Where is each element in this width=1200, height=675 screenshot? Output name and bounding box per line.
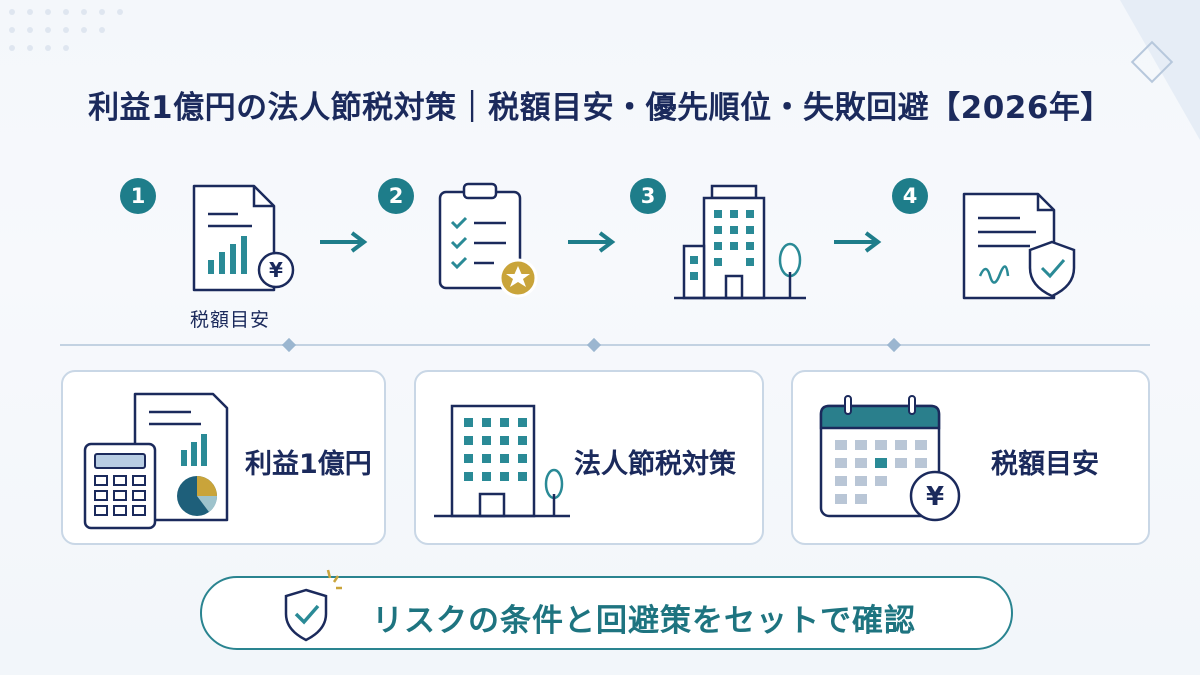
page-title: 利益1億円の法人節税対策｜税額目安・優先順位・失敗回避【2026年】 xyxy=(88,90,1112,126)
step-number-4: 4 xyxy=(892,178,928,214)
office-building-icon xyxy=(674,184,806,300)
dot-pattern-decoration xyxy=(9,9,123,51)
section-divider xyxy=(60,337,1150,353)
step-1-label: 税額目安 xyxy=(189,309,270,331)
card-3-label: 税額目安 xyxy=(991,449,1099,480)
svg-text:¥: ¥ xyxy=(926,482,944,512)
card-tax-measures: 法人節税対策 xyxy=(414,370,764,545)
diamond-decoration xyxy=(1120,0,1200,140)
checklist-star-icon xyxy=(438,182,538,298)
risk-check-banner: リスクの条件と回避策をセットで確認 xyxy=(200,569,1013,650)
banner-text: リスクの条件と回避策をセットで確認 xyxy=(372,603,916,639)
arrow-right-icon xyxy=(568,231,616,253)
step-number-3: 3 xyxy=(630,178,666,214)
svg-text:¥: ¥ xyxy=(269,258,283,282)
shield-check-icon xyxy=(284,569,342,642)
card-2-label: 法人節税対策 xyxy=(574,449,736,480)
step-number-2: 2 xyxy=(378,178,414,214)
tax-document-yen-icon: ¥ xyxy=(192,184,295,292)
calendar-yen-icon: ¥ xyxy=(819,395,961,522)
office-building-icon xyxy=(434,404,570,518)
arrow-right-icon xyxy=(834,231,882,253)
calculator-report-icon xyxy=(83,392,229,530)
card-profit: 利益1億円 xyxy=(61,370,386,545)
card-1-label: 利益1億円 xyxy=(245,449,372,480)
arrow-right-icon xyxy=(320,231,368,253)
step-number-1: 1 xyxy=(120,178,156,214)
card-tax-estimate: ¥ 税額目安 xyxy=(791,370,1150,545)
signed-contract-shield-icon xyxy=(962,192,1076,300)
